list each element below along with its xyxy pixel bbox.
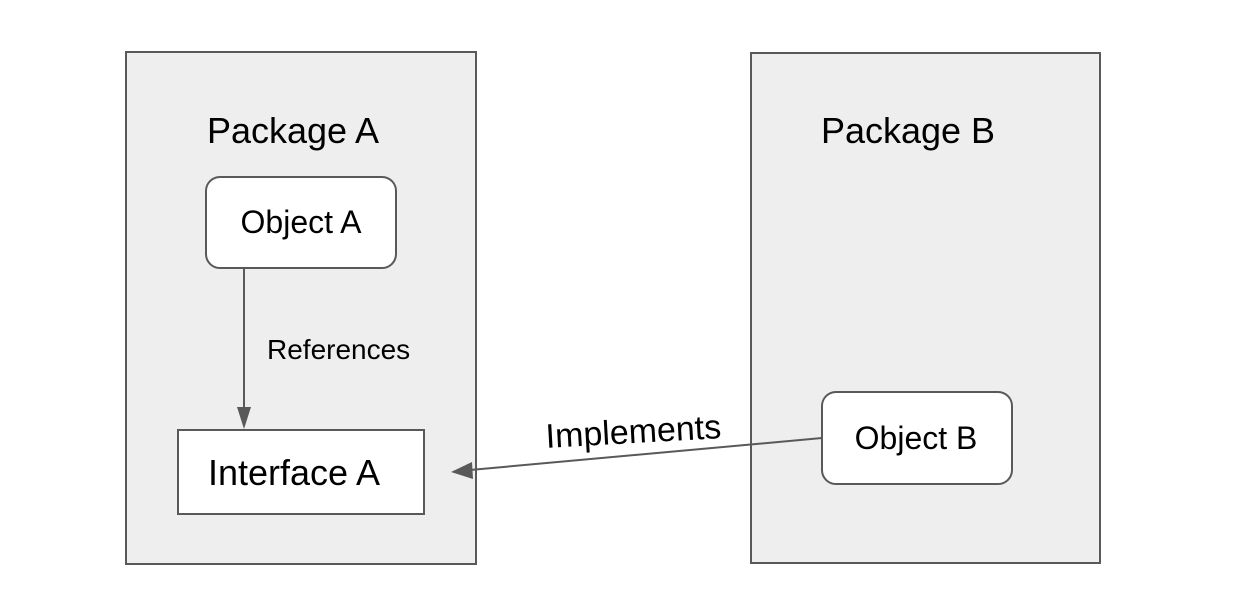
references-label: References: [267, 334, 410, 365]
references-arrowhead: [237, 407, 251, 429]
object-b-label: Object B: [855, 420, 978, 456]
object-a-node: Object A: [205, 176, 397, 269]
package-b: Package B: [750, 52, 1101, 564]
interface-a-label: Interface A: [208, 452, 380, 493]
interface-a-node: Interface A: [177, 429, 425, 515]
implements-edge: Implements: [451, 408, 823, 479]
implements-arrowhead: [451, 462, 473, 479]
implements-line: [469, 437, 823, 471]
references-edge: References: [237, 268, 410, 429]
package-a-label: Package A: [207, 110, 379, 151]
object-a-label: Object A: [241, 204, 363, 240]
object-b-node: Object B: [821, 391, 1013, 485]
package-b-label: Package B: [821, 110, 995, 151]
interface-a-box: [177, 429, 425, 515]
object-a-box: [205, 176, 397, 269]
